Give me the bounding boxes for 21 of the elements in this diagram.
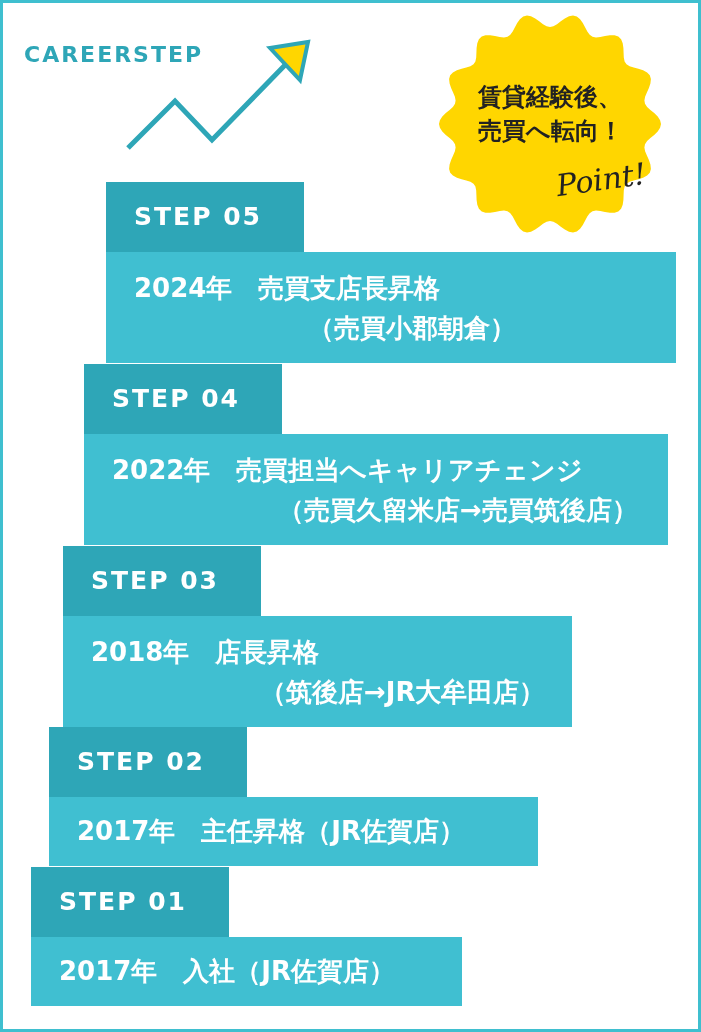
step-tab: STEP 02: [49, 727, 247, 797]
step-text: 2022年 売買担当へキャリアチェンジ: [112, 454, 585, 487]
heading: CAREERSTEP: [24, 42, 204, 67]
step-tab: STEP 04: [84, 364, 282, 434]
step-text: （売買久留米店→売買筑後店）: [277, 494, 639, 527]
step-text: 2024年 売買支店長昇格: [134, 272, 442, 305]
step-box: [106, 252, 676, 363]
step-text: 2017年 入社（JR佐賀店）: [59, 955, 397, 988]
step-tab: STEP 05: [106, 182, 304, 252]
step-tab: STEP 03: [63, 546, 261, 616]
step-box: [84, 434, 668, 545]
step-tab: STEP 01: [31, 867, 229, 937]
step-text: （売買小郡朝倉）: [307, 312, 517, 345]
step-text: （筑後店→JR大牟田店）: [259, 676, 547, 709]
point-text: Point!: [554, 155, 649, 204]
step-box: [49, 797, 538, 866]
step-box: [63, 616, 572, 727]
step-text: 2018年 店長昇格: [91, 636, 321, 669]
badge-text: 賃貸経験後、売買へ転向！: [478, 82, 624, 147]
step-text: 2017年 主任昇格（JR佐賀店）: [77, 815, 467, 848]
step-box: [31, 937, 462, 1006]
